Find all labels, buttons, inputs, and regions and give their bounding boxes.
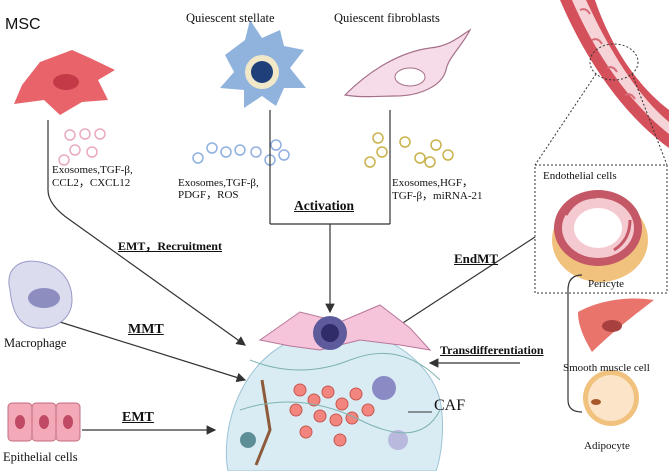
- smooth-muscle-cell-label: Smooth muscle cell: [563, 362, 650, 374]
- endothelial-vessel-illustration: [552, 190, 648, 282]
- emt-recruitment-label: EMT，Recruitment: [118, 239, 222, 253]
- mmt-label: MMT: [128, 322, 164, 337]
- stellate-factors-line1: Exosomes,TGF-β,: [178, 177, 259, 189]
- adipocyte-illustration: [583, 370, 639, 426]
- quiescent-stellate-label: Quiescent stellate: [186, 11, 275, 25]
- zoom-lines: [534, 43, 668, 294]
- endothelial-cells-label: Endothelial cells: [543, 170, 617, 182]
- fibroblast-cell-illustration: [343, 28, 472, 98]
- fibroblast-factors-line2: TGF-β，miRNA-21: [392, 190, 483, 202]
- epithelial-cells-illustration: [7, 402, 81, 442]
- quiescent-fibroblasts-label: Quiescent fibroblasts: [334, 11, 440, 25]
- stellate-exosomes: [192, 139, 290, 166]
- smooth-muscle-cell-illustration: [578, 298, 654, 352]
- caf-label: CAF: [434, 397, 466, 414]
- fibroblast-exosomes: [364, 132, 454, 168]
- arrows: [47, 120, 583, 435]
- adipocyte-label: Adipocyte: [584, 440, 630, 452]
- tumor-microenvironment: [225, 304, 444, 471]
- stellate-cell-illustration: [220, 20, 306, 108]
- msc-factors-line1: Exosomes,TGF-β,: [52, 164, 133, 176]
- activation-label: Activation: [294, 198, 354, 213]
- msc-factors-line2: CCL2，CXCL12: [52, 177, 131, 189]
- macrophage-illustration: [8, 260, 73, 329]
- msc-cell-illustration: [14, 50, 115, 115]
- msc-label: MSC: [5, 16, 41, 33]
- macrophage-label: Macrophage: [4, 336, 67, 350]
- emt-label: EMT: [122, 410, 154, 425]
- msc-exosomes: [58, 128, 106, 166]
- fibroblast-factors-line1: Exosomes,HGF，: [392, 177, 473, 189]
- pericyte-label: Pericyte: [588, 278, 625, 290]
- epithelial-cells-label: Epithelial cells: [3, 450, 78, 464]
- stellate-factors-line2: PDGF，ROS: [178, 189, 239, 201]
- endmt-label: EndMT: [454, 251, 499, 266]
- transdifferentiation-label: Transdifferentiation: [440, 343, 544, 357]
- blood-vessel: [560, 0, 669, 148]
